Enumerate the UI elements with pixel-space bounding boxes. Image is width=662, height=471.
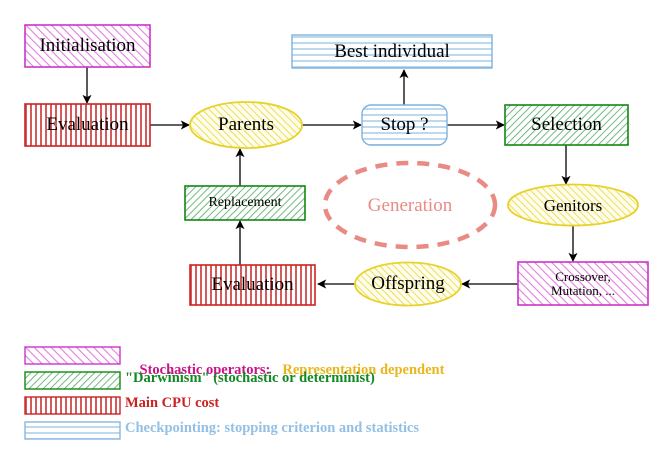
node-replacement[interactable]	[184, 185, 306, 221]
legend-swatch-cpu-cost	[24, 396, 121, 415]
node-initialisation[interactable]	[24, 24, 151, 68]
edges-group	[82, 67, 578, 289]
node-evaluation-top[interactable]	[24, 103, 151, 147]
node-stop[interactable]	[361, 104, 448, 146]
legend-label-checkpointing: Checkpointing: stopping criterion and st…	[125, 420, 420, 436]
legend-label-darwinism: "Darwinism" (stochastic or determinist)	[125, 370, 375, 386]
nodes-group	[24, 24, 649, 307]
legend-swatch-checkpointing	[24, 421, 121, 440]
legend-swatch-darwinism	[24, 371, 121, 390]
node-generation	[322, 160, 498, 250]
node-evaluation-bottom[interactable]	[189, 264, 316, 306]
node-crossover-mutation[interactable]	[517, 261, 649, 306]
node-parents[interactable]	[189, 101, 303, 149]
legend-swatch-stochastic	[24, 346, 121, 365]
node-genitors[interactable]	[507, 183, 639, 227]
node-offspring[interactable]	[354, 261, 462, 307]
legend-label-representation-dependent: Representation dependent	[282, 362, 445, 378]
node-selection[interactable]	[504, 104, 629, 146]
legend-swatches-group	[24, 346, 121, 440]
legend-label-cpu-cost: Main CPU cost	[125, 395, 220, 411]
node-best-individual[interactable]	[291, 34, 493, 69]
legend-label-stochastic-part1: Stochastic operators:	[139, 362, 271, 378]
legend-label-stochastic: Stochastic operators: Representation depe…	[125, 345, 445, 396]
